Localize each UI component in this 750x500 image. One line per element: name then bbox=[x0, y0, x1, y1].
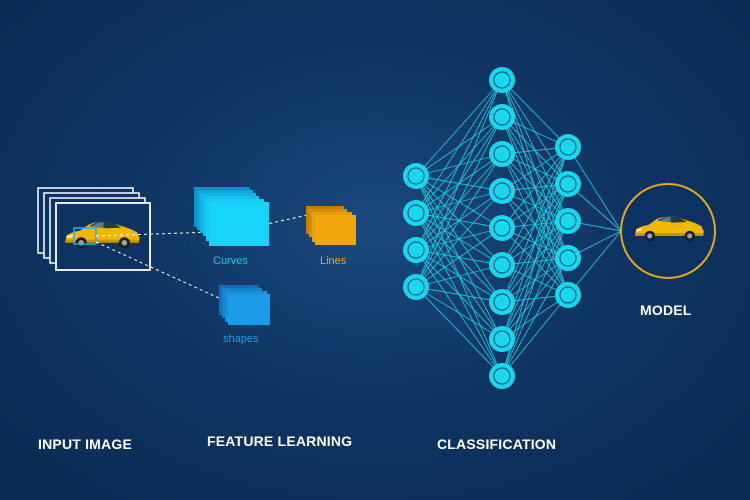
network-node bbox=[403, 200, 429, 226]
network-edge bbox=[501, 146, 569, 229]
network-node bbox=[489, 363, 515, 389]
network-edge bbox=[501, 294, 569, 377]
feature-learning-label: FEATURE LEARNING bbox=[207, 433, 353, 449]
network-node bbox=[489, 141, 515, 167]
lines-label: Lines bbox=[320, 255, 347, 267]
network-node bbox=[489, 326, 515, 352]
network-edge bbox=[415, 153, 503, 288]
curves-label: Curves bbox=[213, 255, 248, 267]
network-edge bbox=[415, 79, 503, 177]
network-edge bbox=[415, 286, 503, 303]
network-node bbox=[489, 252, 515, 278]
network-node bbox=[403, 274, 429, 300]
classification-label: CLASSIFICATION bbox=[437, 436, 557, 452]
network-edge bbox=[415, 227, 503, 288]
network-node bbox=[489, 104, 515, 130]
network-edge bbox=[415, 286, 503, 340]
network-node bbox=[403, 237, 429, 263]
model-output bbox=[620, 183, 716, 279]
network-node bbox=[489, 215, 515, 241]
curves-feature-map bbox=[194, 187, 269, 246]
network-edge bbox=[415, 79, 503, 251]
network-edge bbox=[415, 79, 503, 214]
lines-feature-map bbox=[306, 206, 356, 245]
input-image-label: INPUT IMAGE bbox=[38, 436, 132, 452]
output-edge bbox=[567, 230, 622, 296]
network-node bbox=[403, 163, 429, 189]
network-edge bbox=[501, 146, 569, 192]
network-edge bbox=[415, 264, 503, 288]
output-edge bbox=[567, 220, 622, 232]
output-edges bbox=[567, 146, 622, 296]
network-edge bbox=[415, 79, 503, 288]
network-edge bbox=[415, 116, 503, 288]
network-node bbox=[489, 289, 515, 315]
model-label: MODEL bbox=[640, 302, 692, 318]
network-node bbox=[489, 67, 515, 93]
network-edge bbox=[501, 146, 569, 266]
network-edge bbox=[501, 79, 569, 148]
network-edge bbox=[501, 257, 569, 377]
feature-connector bbox=[95, 241, 233, 305]
network-edge bbox=[415, 190, 503, 288]
network-node bbox=[489, 178, 515, 204]
shapes-feature-map bbox=[219, 285, 270, 325]
shapes-label: shapes bbox=[223, 333, 259, 345]
network-edge bbox=[501, 146, 569, 303]
network-edge bbox=[415, 286, 503, 377]
output-edge bbox=[567, 230, 622, 259]
feature-connector bbox=[95, 231, 213, 237]
output-edge bbox=[567, 146, 622, 232]
input-image-stack bbox=[37, 187, 151, 271]
output-edge bbox=[567, 183, 622, 232]
network-edge bbox=[501, 220, 569, 377]
